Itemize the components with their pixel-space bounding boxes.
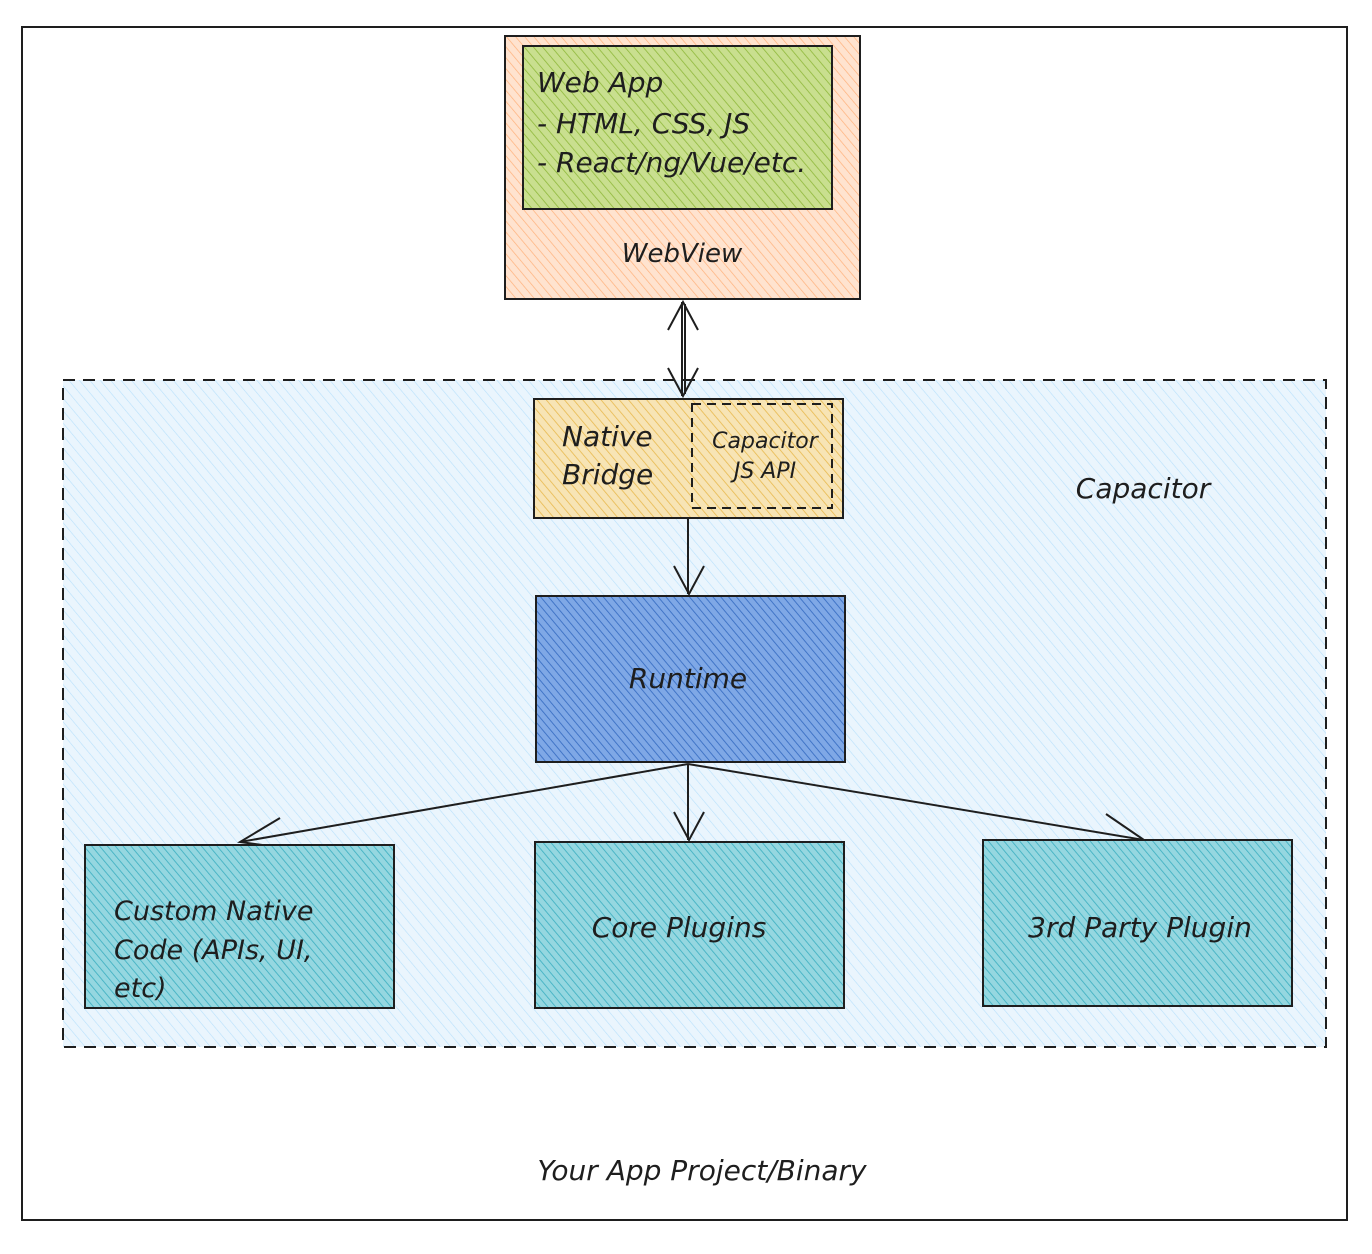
native-bridge-line-2: Bridge (562, 458, 653, 491)
web-app-line-3: - React/ng/Vue/etc. (537, 146, 806, 179)
runtime-core-arrow (673, 764, 705, 843)
app-binary-frame (21, 26, 1348, 1221)
bridge-runtime-arrow (673, 519, 705, 597)
capacitor-js-api-box (691, 403, 833, 509)
capacitor-label: Capacitor (1076, 472, 1212, 505)
native-bridge-line-1: Native (562, 420, 653, 453)
web-app-line-2: - HTML, CSS, JS (537, 107, 750, 140)
app-binary-label: Your App Project/Binary (537, 1154, 867, 1187)
js-api-line-1: Capacitor (712, 429, 820, 454)
core-plugins-label: Core Plugins (592, 911, 767, 944)
runtime-label: Runtime (629, 662, 747, 695)
third-party-plugin-label: 3rd Party Plugin (1028, 911, 1252, 944)
webview-label: WebView (622, 239, 743, 269)
custom-native-line-2: Code (APIs, UI, (114, 935, 313, 966)
custom-native-line-1: Custom Native (114, 896, 313, 927)
js-api-line-2: JS API (730, 459, 796, 484)
webview-bridge-arrow (667, 299, 699, 399)
web-app-line-1: Web App (537, 66, 663, 99)
custom-native-line-3: etc) (114, 973, 167, 1004)
